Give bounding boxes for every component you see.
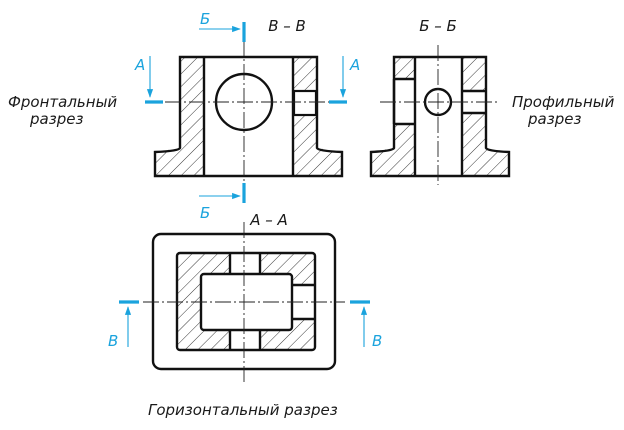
mark-v-left: В [108, 332, 118, 350]
frontal-left-wall-hatch [155, 57, 204, 176]
frontal-caption-line2: разрез [29, 110, 83, 128]
horizontal-outer-wall [175, 251, 317, 352]
mark-b-bottom: Б [200, 204, 210, 222]
frontal-caption-line1: Фронтальный [8, 93, 117, 111]
frontal-window [292, 89, 318, 117]
profile-caption-line2: разрез [527, 110, 581, 128]
mark-a-right: А [349, 56, 360, 74]
horizontal-section-title: А – А [249, 211, 288, 229]
horizontal-slot-bottom [230, 330, 260, 350]
horizontal-slot-top [230, 253, 260, 274]
mark-v-right: В [372, 332, 382, 350]
mark-a-left: А [134, 56, 145, 74]
horizontal-caption: Горизонтальный разрез [148, 401, 338, 419]
frontal-section-title: В – В [268, 17, 306, 35]
frontal-right-wall-hatch [293, 57, 342, 176]
horizontal-section-view [143, 222, 345, 382]
cutting-plane-marks: Б Б А А В В [108, 10, 382, 350]
profile-section-title: Б – Б [419, 17, 457, 35]
mark-b-top: Б [200, 10, 210, 28]
profile-right-top-hatch [462, 57, 486, 91]
profile-left-top-hatch [394, 57, 415, 79]
profile-outline [369, 55, 511, 178]
frontal-outline [153, 55, 344, 178]
horizontal-window-right [292, 285, 315, 319]
frontal-section-view [153, 40, 344, 190]
profile-section-view [369, 45, 511, 185]
profile-caption-line1: Профильный [512, 93, 615, 111]
